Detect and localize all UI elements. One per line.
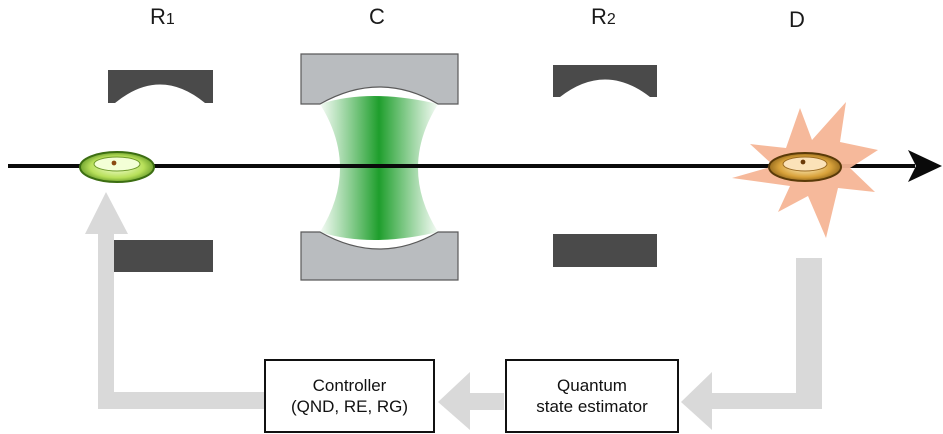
label-c: C (369, 4, 385, 29)
arrow-into-estimator (681, 372, 712, 430)
atom-ring-detector (768, 152, 842, 182)
cavity-bottom-mirror (300, 231, 459, 281)
controller-box: Controller (QND, RE, RG) (264, 359, 435, 433)
label-r1: R1 (150, 4, 175, 29)
controller-modes: (QND, RE, RG) (290, 397, 409, 416)
cavity-top-mirror (300, 53, 459, 105)
arrow-into-r1 (85, 192, 128, 234)
arrow-into-controller (438, 372, 470, 430)
feedback-path-detector-to-estimator (708, 258, 822, 409)
r1-top-plate (108, 70, 213, 103)
label-r2: R2 (591, 4, 616, 29)
r2-top-plate (553, 65, 657, 97)
quantum-state-estimator-box: Quantum state estimator (505, 359, 679, 433)
label-d: D (789, 7, 805, 32)
feedback-path-estimator-to-controller (466, 393, 504, 410)
atom-ring-r1 (79, 151, 155, 183)
r1-bottom-plate (112, 240, 213, 272)
controller-title: Controller (312, 376, 387, 395)
estimator-subtitle: state estimator (536, 397, 648, 416)
beam-arrowhead (908, 150, 942, 182)
estimator-title: Quantum (557, 376, 627, 395)
r2-bottom-plate (553, 234, 657, 267)
